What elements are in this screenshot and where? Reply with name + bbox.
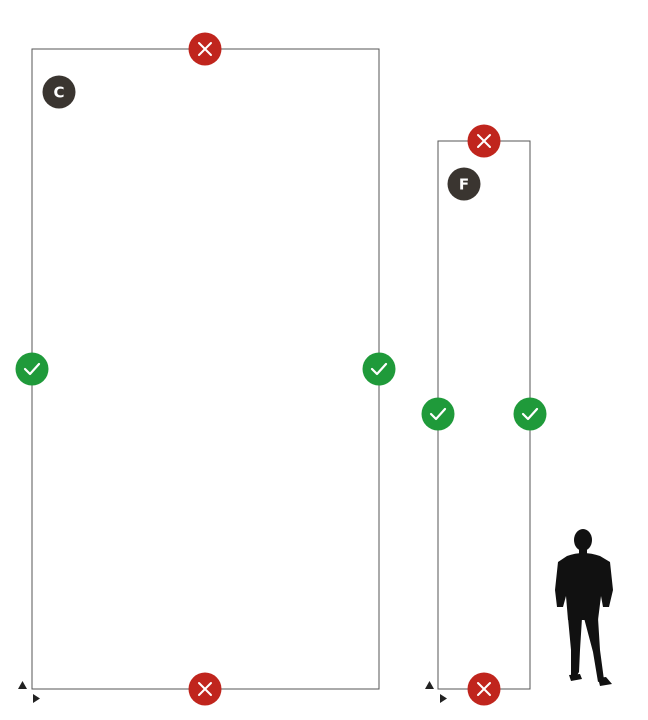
panel-c-letter: C <box>53 84 64 102</box>
panel-f-left-check-icon <box>421 397 455 431</box>
panel-f-origin-triangle-arrow-icon <box>425 681 447 703</box>
panel-f-right-check-icon <box>513 397 547 431</box>
panel-f: F <box>421 124 547 706</box>
panel-c-left-check-icon <box>15 352 49 386</box>
panel-c-origin-triangle-arrow-icon <box>18 681 40 703</box>
panel-c: C <box>15 32 396 706</box>
panel-f-top-cross-icon <box>467 124 501 158</box>
panel-c-badge: C <box>42 75 76 109</box>
panel-f-badge: F <box>447 167 481 201</box>
panel-c-bottom-cross-icon <box>188 672 222 706</box>
person-silhouette-icon <box>555 529 613 686</box>
panel-c-top-cross-icon <box>188 32 222 66</box>
panel-c-right-check-icon <box>362 352 396 386</box>
panel-f-bottom-cross-icon <box>467 672 501 706</box>
panel-f-letter: F <box>459 176 469 194</box>
panel-c-outline <box>31 48 380 690</box>
